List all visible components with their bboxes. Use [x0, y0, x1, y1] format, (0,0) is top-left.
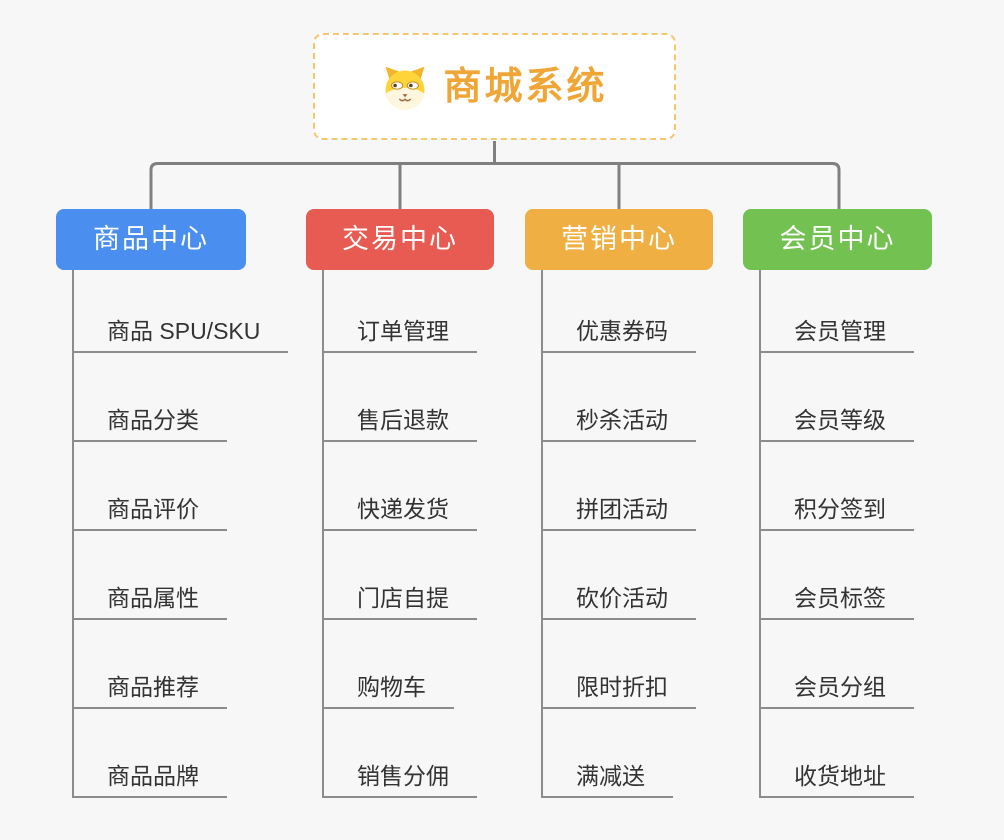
- branch-children-trade-center: 订单管理 售后退款 快递发货 门店自提 购物车 销售分佣: [322, 270, 553, 798]
- leaf-item[interactable]: 会员等级: [760, 353, 990, 442]
- leaf-item[interactable]: 积分签到: [760, 442, 990, 531]
- leaf-item[interactable]: 订单管理: [323, 270, 553, 353]
- leaf-label: 商品属性: [73, 585, 227, 620]
- leaf-item[interactable]: 商品评价: [73, 442, 303, 531]
- branch-node-member-center[interactable]: 会员中心: [743, 209, 932, 270]
- leaf-item[interactable]: 限时折扣: [542, 620, 772, 709]
- leaf-item[interactable]: 售后退款: [323, 353, 553, 442]
- leaf-label: 会员管理: [760, 318, 914, 353]
- leaf-label: 拼团活动: [542, 496, 696, 531]
- leaf-label: 商品评价: [73, 496, 227, 531]
- leaf-label: 收货地址: [760, 763, 914, 798]
- branch-label: 会员中心: [779, 224, 896, 254]
- leaf-item[interactable]: 门店自提: [323, 531, 553, 620]
- leaf-item[interactable]: 满减送: [542, 709, 772, 798]
- leaf-item[interactable]: 商品推荐: [73, 620, 303, 709]
- leaf-label: 商品推荐: [73, 674, 227, 709]
- leaf-label: 优惠券码: [542, 318, 696, 353]
- leaf-label: 会员分组: [760, 674, 914, 709]
- leaf-item[interactable]: 收货地址: [760, 709, 990, 798]
- root-node[interactable]: 商城系统: [313, 33, 676, 140]
- leaf-label: 秒杀活动: [542, 407, 696, 442]
- branch-children-product-center: 商品 SPU/SKU 商品分类 商品评价 商品属性 商品推荐 商品品牌: [72, 270, 303, 798]
- leaf-label: 订单管理: [323, 318, 477, 353]
- leaf-label: 砍价活动: [542, 585, 696, 620]
- leaf-item[interactable]: 会员管理: [760, 270, 990, 353]
- leaf-item[interactable]: 商品品牌: [73, 709, 303, 798]
- leaf-item[interactable]: 砍价活动: [542, 531, 772, 620]
- leaf-item[interactable]: 商品分类: [73, 353, 303, 442]
- dog-face-icon: [385, 66, 425, 109]
- leaf-label: 限时折扣: [542, 674, 696, 709]
- leaf-item[interactable]: 会员分组: [760, 620, 990, 709]
- branch-node-product-center[interactable]: 商品中心: [56, 209, 246, 270]
- leaf-item[interactable]: 秒杀活动: [542, 353, 772, 442]
- leaf-label: 满减送: [542, 763, 673, 798]
- branch-node-trade-center[interactable]: 交易中心: [306, 209, 494, 270]
- leaf-label: 积分签到: [760, 496, 914, 531]
- leaf-item[interactable]: 商品 SPU/SKU: [73, 270, 303, 353]
- leaf-label: 门店自提: [323, 585, 477, 620]
- leaf-label: 商品 SPU/SKU: [73, 318, 289, 353]
- leaf-label: 快递发货: [323, 496, 477, 531]
- leaf-label: 商品分类: [73, 407, 227, 442]
- leaf-item[interactable]: 拼团活动: [542, 442, 772, 531]
- branch-children-member-center: 会员管理 会员等级 积分签到 会员标签 会员分组 收货地址: [759, 270, 990, 798]
- leaf-item[interactable]: 快递发货: [323, 442, 553, 531]
- branch-label: 商品中心: [93, 224, 209, 254]
- leaf-label: 购物车: [323, 674, 454, 709]
- connector-rail: [149, 162, 841, 209]
- leaf-label: 会员等级: [760, 407, 914, 442]
- branch-node-marketing-center[interactable]: 营销中心: [525, 209, 713, 270]
- leaf-item[interactable]: 购物车: [323, 620, 553, 709]
- leaf-label: 销售分佣: [323, 763, 477, 798]
- leaf-label: 售后退款: [323, 407, 477, 442]
- leaf-label: 商品品牌: [73, 763, 227, 798]
- leaf-item[interactable]: 优惠券码: [542, 270, 772, 353]
- branch-label: 营销中心: [561, 224, 677, 254]
- root-title: 商城系统: [443, 65, 608, 108]
- branch-label: 交易中心: [342, 224, 458, 254]
- leaf-label: 会员标签: [760, 585, 914, 620]
- leaf-item[interactable]: 会员标签: [760, 531, 990, 620]
- leaf-item[interactable]: 销售分佣: [323, 709, 553, 798]
- leaf-item[interactable]: 商品属性: [73, 531, 303, 620]
- branch-children-marketing-center: 优惠券码 秒杀活动 拼团活动 砍价活动 限时折扣 满减送: [541, 270, 772, 798]
